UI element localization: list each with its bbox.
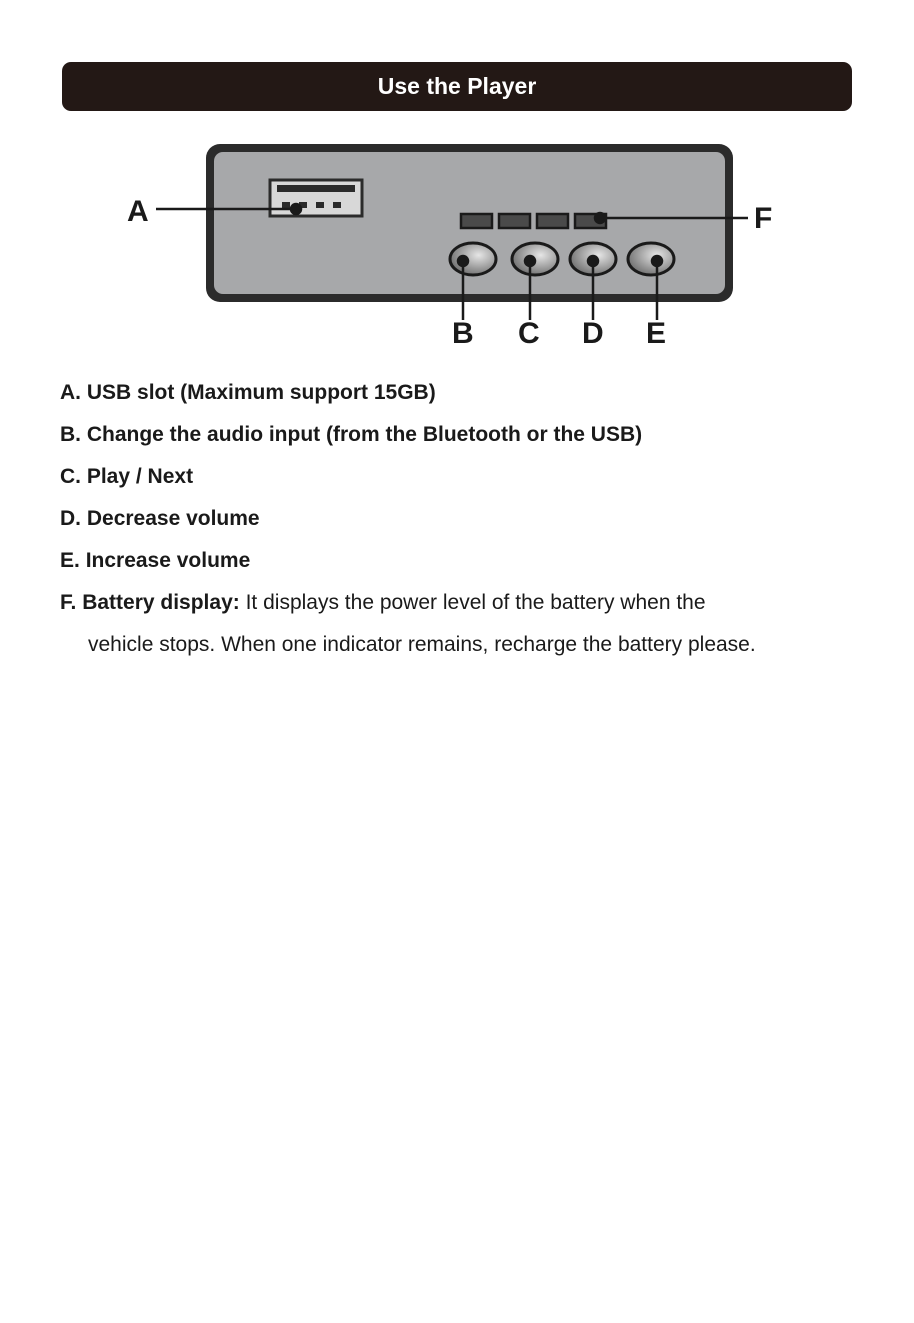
- item-key: F.: [60, 591, 77, 614]
- battery-indicator-icon: [459, 212, 608, 230]
- callout-label-d: D: [582, 317, 604, 350]
- callout-label-a: A: [127, 195, 149, 228]
- section-title: Use the Player: [377, 73, 537, 99]
- item-title: Increase volume: [85, 549, 251, 572]
- list-item: D. Decrease volume: [60, 498, 890, 540]
- callout-label-f: F: [754, 202, 772, 235]
- callout-dot-d: [586, 254, 600, 268]
- item-title: Decrease volume: [86, 507, 260, 530]
- item-key: C.: [60, 465, 81, 488]
- callout-dot-e: [650, 254, 664, 268]
- item-key: D.: [60, 507, 81, 530]
- item-title: Change the audio input (from the Bluetoo…: [86, 423, 643, 446]
- item-key: A.: [60, 381, 81, 404]
- item-title: Battery display:: [82, 591, 240, 614]
- item-key: E.: [60, 549, 80, 572]
- list-item: E. Increase volume: [60, 540, 890, 582]
- player-panel-diagram: A B C D E F: [0, 130, 914, 360]
- item-description: It displays the power level of the batte…: [245, 591, 706, 614]
- list-item: A. USB slot (Maximum support 15GB): [60, 372, 890, 414]
- callout-dot-a: [289, 202, 303, 216]
- item-description-continued: vehicle stops. When one indicator remain…: [88, 633, 756, 656]
- list-item: F. Battery display: It displays the powe…: [60, 582, 890, 666]
- section-title-banner: Use the Player: [62, 62, 852, 111]
- list-item: B. Change the audio input (from the Blue…: [60, 414, 890, 456]
- volume-up-button-icon: [626, 241, 676, 277]
- item-title: USB slot (Maximum support 15GB): [86, 381, 436, 404]
- list-item: C. Play / Next: [60, 456, 890, 498]
- callout-dot-c: [523, 254, 537, 268]
- callout-label-c: C: [518, 317, 540, 350]
- input-button-icon: [448, 241, 498, 277]
- callout-label-b: B: [452, 317, 474, 350]
- item-title: Play / Next: [86, 465, 194, 488]
- usb-slot-icon: [268, 178, 364, 218]
- callout-dot-f: [593, 211, 607, 225]
- callout-dot-b: [456, 254, 470, 268]
- callout-label-e: E: [646, 317, 666, 350]
- player-panel-svg: A B C D E F: [127, 144, 772, 350]
- feature-list: A. USB slot (Maximum support 15GB) B. Ch…: [60, 372, 890, 666]
- item-key: B.: [60, 423, 81, 446]
